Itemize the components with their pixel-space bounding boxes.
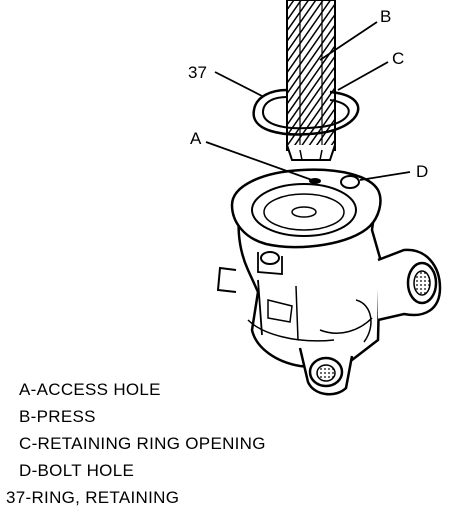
legend-item-a: A-ACCESS HOLE <box>19 380 161 399</box>
callout-b: B <box>380 7 391 26</box>
leader-lines <box>205 21 411 181</box>
retaining-ring <box>252 88 360 136</box>
pump-housing <box>216 168 442 396</box>
callout-37: 37 <box>188 63 207 82</box>
legend-item-b: B-PRESS <box>19 407 96 426</box>
callout-a: A <box>190 129 202 148</box>
callout-c: C <box>392 49 404 68</box>
legend-item-d: D-BOLT HOLE <box>19 461 135 480</box>
legend-item-c: C-RETAINING RING OPENING <box>19 434 266 453</box>
legend-item-37: 37-RING, RETAINING <box>6 488 180 507</box>
legend: A-ACCESS HOLE B-PRESS C-RETAINING RING O… <box>0 376 464 511</box>
callout-d: D <box>416 162 428 181</box>
press <box>286 0 336 161</box>
